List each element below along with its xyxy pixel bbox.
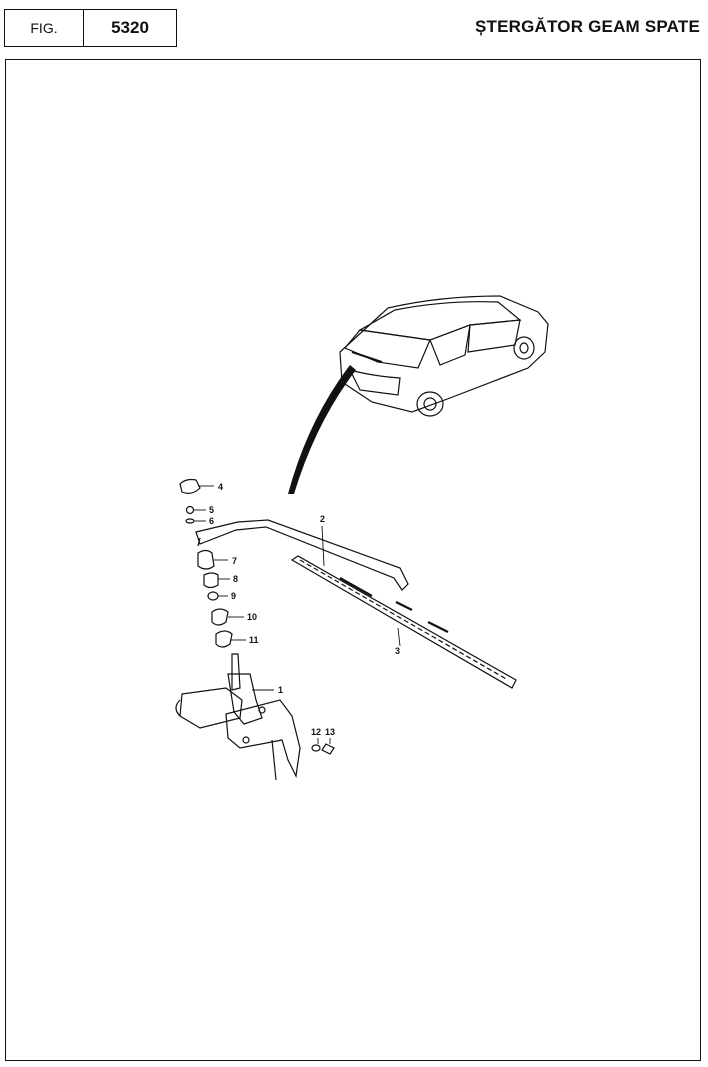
- figure-number-box: FIG. 5320: [4, 9, 177, 47]
- callout-13: 13: [325, 727, 335, 737]
- wiper-arm: [195, 519, 409, 591]
- callout-1: 1: [278, 685, 283, 695]
- bolts: [311, 743, 335, 755]
- fig-label: FIG.: [5, 10, 84, 46]
- callout-7: 7: [232, 556, 237, 566]
- wiper-blade: [290, 555, 517, 689]
- wiper-motor: [175, 653, 301, 781]
- callout-4: 4: [218, 482, 223, 492]
- callout-2: 2: [320, 514, 325, 524]
- callout-11: 11: [249, 635, 259, 645]
- detail-pointer: [288, 365, 356, 494]
- leader-lines: [194, 485, 401, 744]
- callout-5: 5: [209, 505, 214, 515]
- car-illustration: [339, 295, 549, 417]
- fig-number: 5320: [111, 18, 149, 37]
- callout-12: 12: [311, 727, 321, 737]
- diagram-frame: [5, 59, 701, 1061]
- hardware-stack: [179, 478, 233, 648]
- page-title: ȘTERGĂTOR GEAM SPATE: [474, 17, 700, 36]
- callout-6: 6: [209, 516, 214, 526]
- callout-10: 10: [247, 612, 257, 622]
- callout-9: 9: [231, 591, 236, 601]
- callout-3: 3: [395, 646, 400, 656]
- callout-8: 8: [233, 574, 238, 584]
